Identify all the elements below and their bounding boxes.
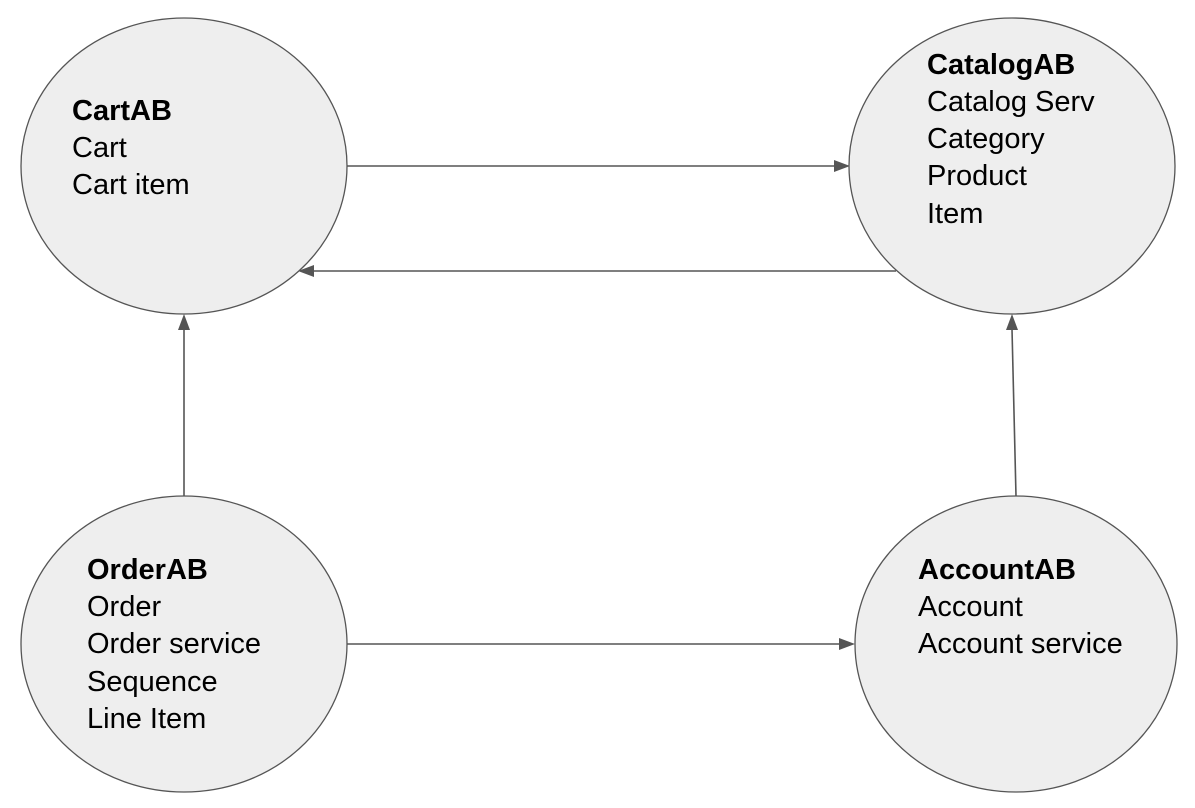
edges [178, 160, 1018, 650]
node-orderab-item: Order [87, 591, 161, 623]
node-catalogab: CatalogAB Catalog Serv Category Product … [848, 17, 1176, 315]
node-catalogab-item: Category [927, 123, 1045, 155]
node-orderab-item: Sequence [87, 666, 218, 698]
edge-order-to-cart [178, 314, 190, 496]
node-orderab-circle [20, 495, 348, 793]
node-cartab: CartAB Cart Cart item [20, 17, 348, 315]
node-orderab-title: OrderAB [87, 554, 208, 586]
node-accountab-item: Account [918, 591, 1023, 623]
edge-account-to-catalog [1006, 314, 1018, 497]
edge-catalog-to-cart [298, 265, 896, 277]
node-accountab-circle [854, 495, 1178, 793]
node-accountab: AccountAB Account Account service [854, 495, 1178, 793]
node-orderab-item: Line Item [87, 703, 206, 735]
node-catalogab-item: Item [927, 198, 983, 230]
edge-cart-to-catalog [347, 160, 850, 172]
node-orderab-item: Order service [87, 628, 261, 660]
node-accountab-title: AccountAB [918, 554, 1076, 586]
node-accountab-item: Account service [918, 628, 1123, 660]
node-orderab: OrderAB Order Order service Sequence Lin… [20, 495, 348, 793]
node-catalogab-circle [848, 17, 1176, 315]
node-cartab-item: Cart [72, 132, 127, 164]
node-cartab-circle [20, 17, 348, 315]
node-catalogab-item: Catalog Serv [927, 86, 1095, 118]
node-cartab-title: CartAB [72, 95, 172, 127]
edge-order-to-account [347, 638, 855, 650]
node-catalogab-title: CatalogAB [927, 49, 1075, 81]
node-cartab-item: Cart item [72, 169, 190, 201]
node-catalogab-item: Product [927, 160, 1027, 192]
